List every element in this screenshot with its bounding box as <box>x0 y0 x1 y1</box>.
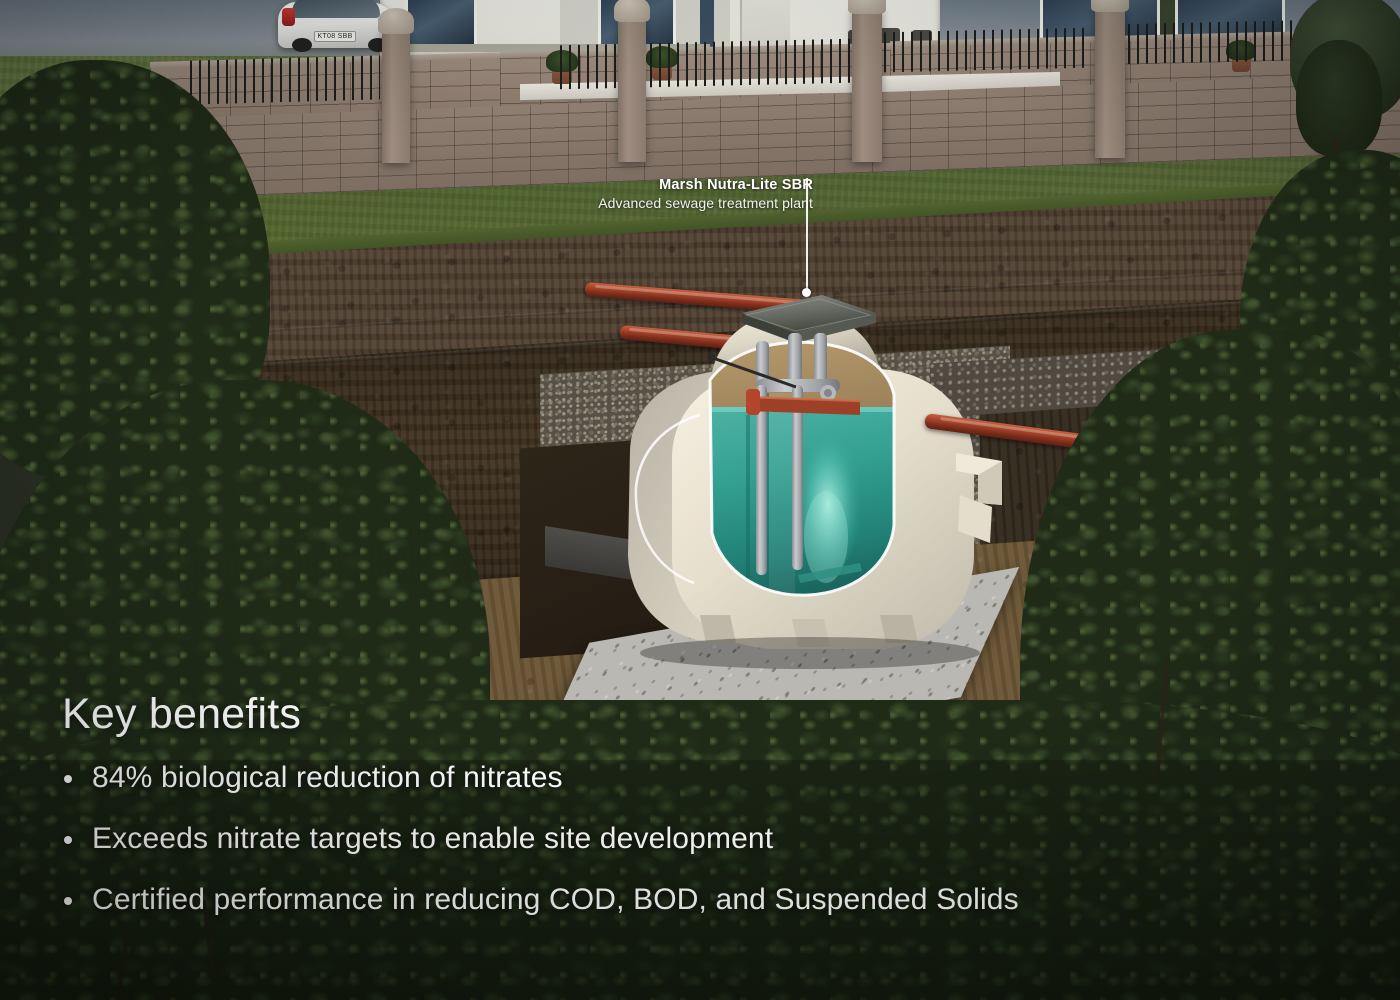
metal-railing <box>190 55 380 105</box>
house-window-narrow <box>700 0 714 50</box>
outlet-chute <box>958 495 992 543</box>
wall-pillar <box>852 8 882 162</box>
car-rear-window <box>292 0 380 18</box>
key-benefits-block: Key benefits 84% biological reduction of… <box>0 690 1400 943</box>
manhole-cover <box>742 295 876 333</box>
sewage-treatment-tank <box>628 295 1002 669</box>
house-soffit <box>380 44 710 53</box>
car-tail-light <box>282 8 295 26</box>
pillar-finial <box>614 0 650 22</box>
car-licence-plate: KT08 SBB <box>314 31 356 42</box>
tank-foot <box>880 615 918 643</box>
aeration-bubbles <box>794 419 862 575</box>
wall-pillar <box>382 28 410 163</box>
pillar-finial <box>1091 0 1129 12</box>
key-benefits-heading: Key benefits <box>62 690 302 738</box>
wall-pillar <box>618 16 646 162</box>
callout-divider <box>806 178 808 216</box>
car-wheel <box>292 38 312 52</box>
pillar-finial <box>378 8 414 34</box>
callout-subtitle: Advanced sewage treatment plant <box>598 195 813 211</box>
key-benefits-list: 84% biological reduction of nitrates Exc… <box>0 760 1400 918</box>
cutaway-edge <box>708 340 896 597</box>
tank-foot <box>700 615 736 643</box>
benefit-item: 84% biological reduction of nitrates <box>62 760 1400 796</box>
foliage-shadow <box>0 760 1400 1000</box>
airlift-pipework <box>707 333 840 575</box>
wall-pillar <box>1095 6 1125 158</box>
callout-leader-dot <box>802 288 811 297</box>
background-tree <box>1296 40 1382 156</box>
pillar-finial <box>848 0 886 14</box>
house-window <box>405 0 477 50</box>
internal-baffle <box>766 393 769 593</box>
inlet-stub <box>746 389 760 415</box>
tank-foot <box>792 619 830 647</box>
callout-leader-line <box>806 216 808 292</box>
metal-railing <box>1128 19 1313 65</box>
callout-title: Marsh Nutra-Lite SBR <box>659 177 813 193</box>
diffuser <box>798 563 862 583</box>
benefit-item: Certified performance in reducing COD, B… <box>62 882 1400 918</box>
callout-label: Marsh Nutra-Lite SBR Advanced sewage tre… <box>528 176 813 213</box>
metal-railing <box>560 38 850 90</box>
manhole-cover-edge <box>742 313 796 343</box>
benefit-item: Exceeds nitrate targets to enable site d… <box>62 821 1400 857</box>
metal-railing <box>884 27 1089 73</box>
